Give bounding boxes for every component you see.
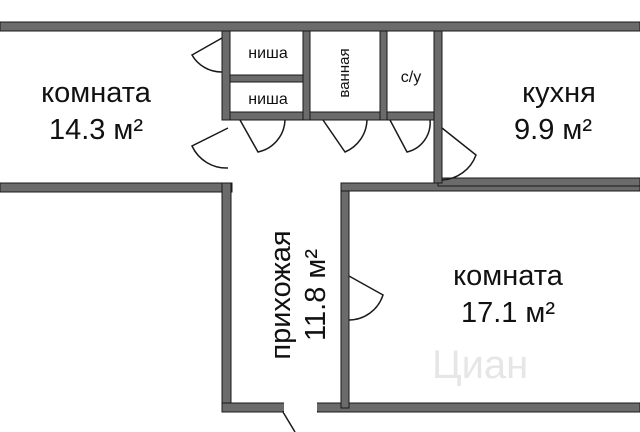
left-room-bottom-wall (0, 182, 233, 193)
kitchen-name: кухня (522, 77, 596, 109)
hallway-area: 11.8 м² (300, 249, 332, 341)
watermark: Циан (432, 343, 528, 387)
room-left-name: комната (41, 77, 152, 109)
niche-top-name: ниша (248, 45, 288, 62)
partition-niche-bath (302, 30, 311, 121)
door-kitchen (441, 127, 477, 181)
hallway-left-wall (221, 182, 232, 413)
bottom-wall (221, 402, 640, 413)
partition-wc-kitchen (433, 30, 443, 184)
kitchen-area: 9.9 м² (514, 114, 592, 146)
room-bottom-name: комната (453, 260, 564, 292)
door-niche-bottom (239, 119, 286, 153)
niche-bottom-wall (229, 111, 307, 121)
door-toilet (389, 119, 431, 153)
hallway-name: прихожая (265, 230, 297, 359)
entrance-opening (284, 402, 317, 413)
partition-bath-wc (379, 30, 388, 121)
toilet-name: с/у (401, 69, 421, 86)
walls (0, 21, 640, 413)
bath-bottom-wall (309, 111, 381, 121)
niche-bottom-name: ниша (248, 91, 288, 108)
door-room-left (191, 127, 229, 169)
door-room-bottom (348, 275, 384, 321)
wc-bottom-wall (386, 111, 435, 121)
bathroom-name: ванная (336, 48, 353, 97)
room-left-area: 14.3 м² (49, 114, 143, 146)
door-niche-top (190, 37, 223, 73)
hallway-right-wall (340, 182, 350, 409)
niche-divider (229, 74, 307, 83)
door-bathroom (322, 119, 368, 153)
kitchen-bottom-wall (437, 177, 640, 187)
top-wall (0, 21, 640, 32)
partition-left (221, 30, 231, 121)
doors (190, 37, 477, 432)
room-bottom-area: 17.1 м² (461, 297, 555, 329)
